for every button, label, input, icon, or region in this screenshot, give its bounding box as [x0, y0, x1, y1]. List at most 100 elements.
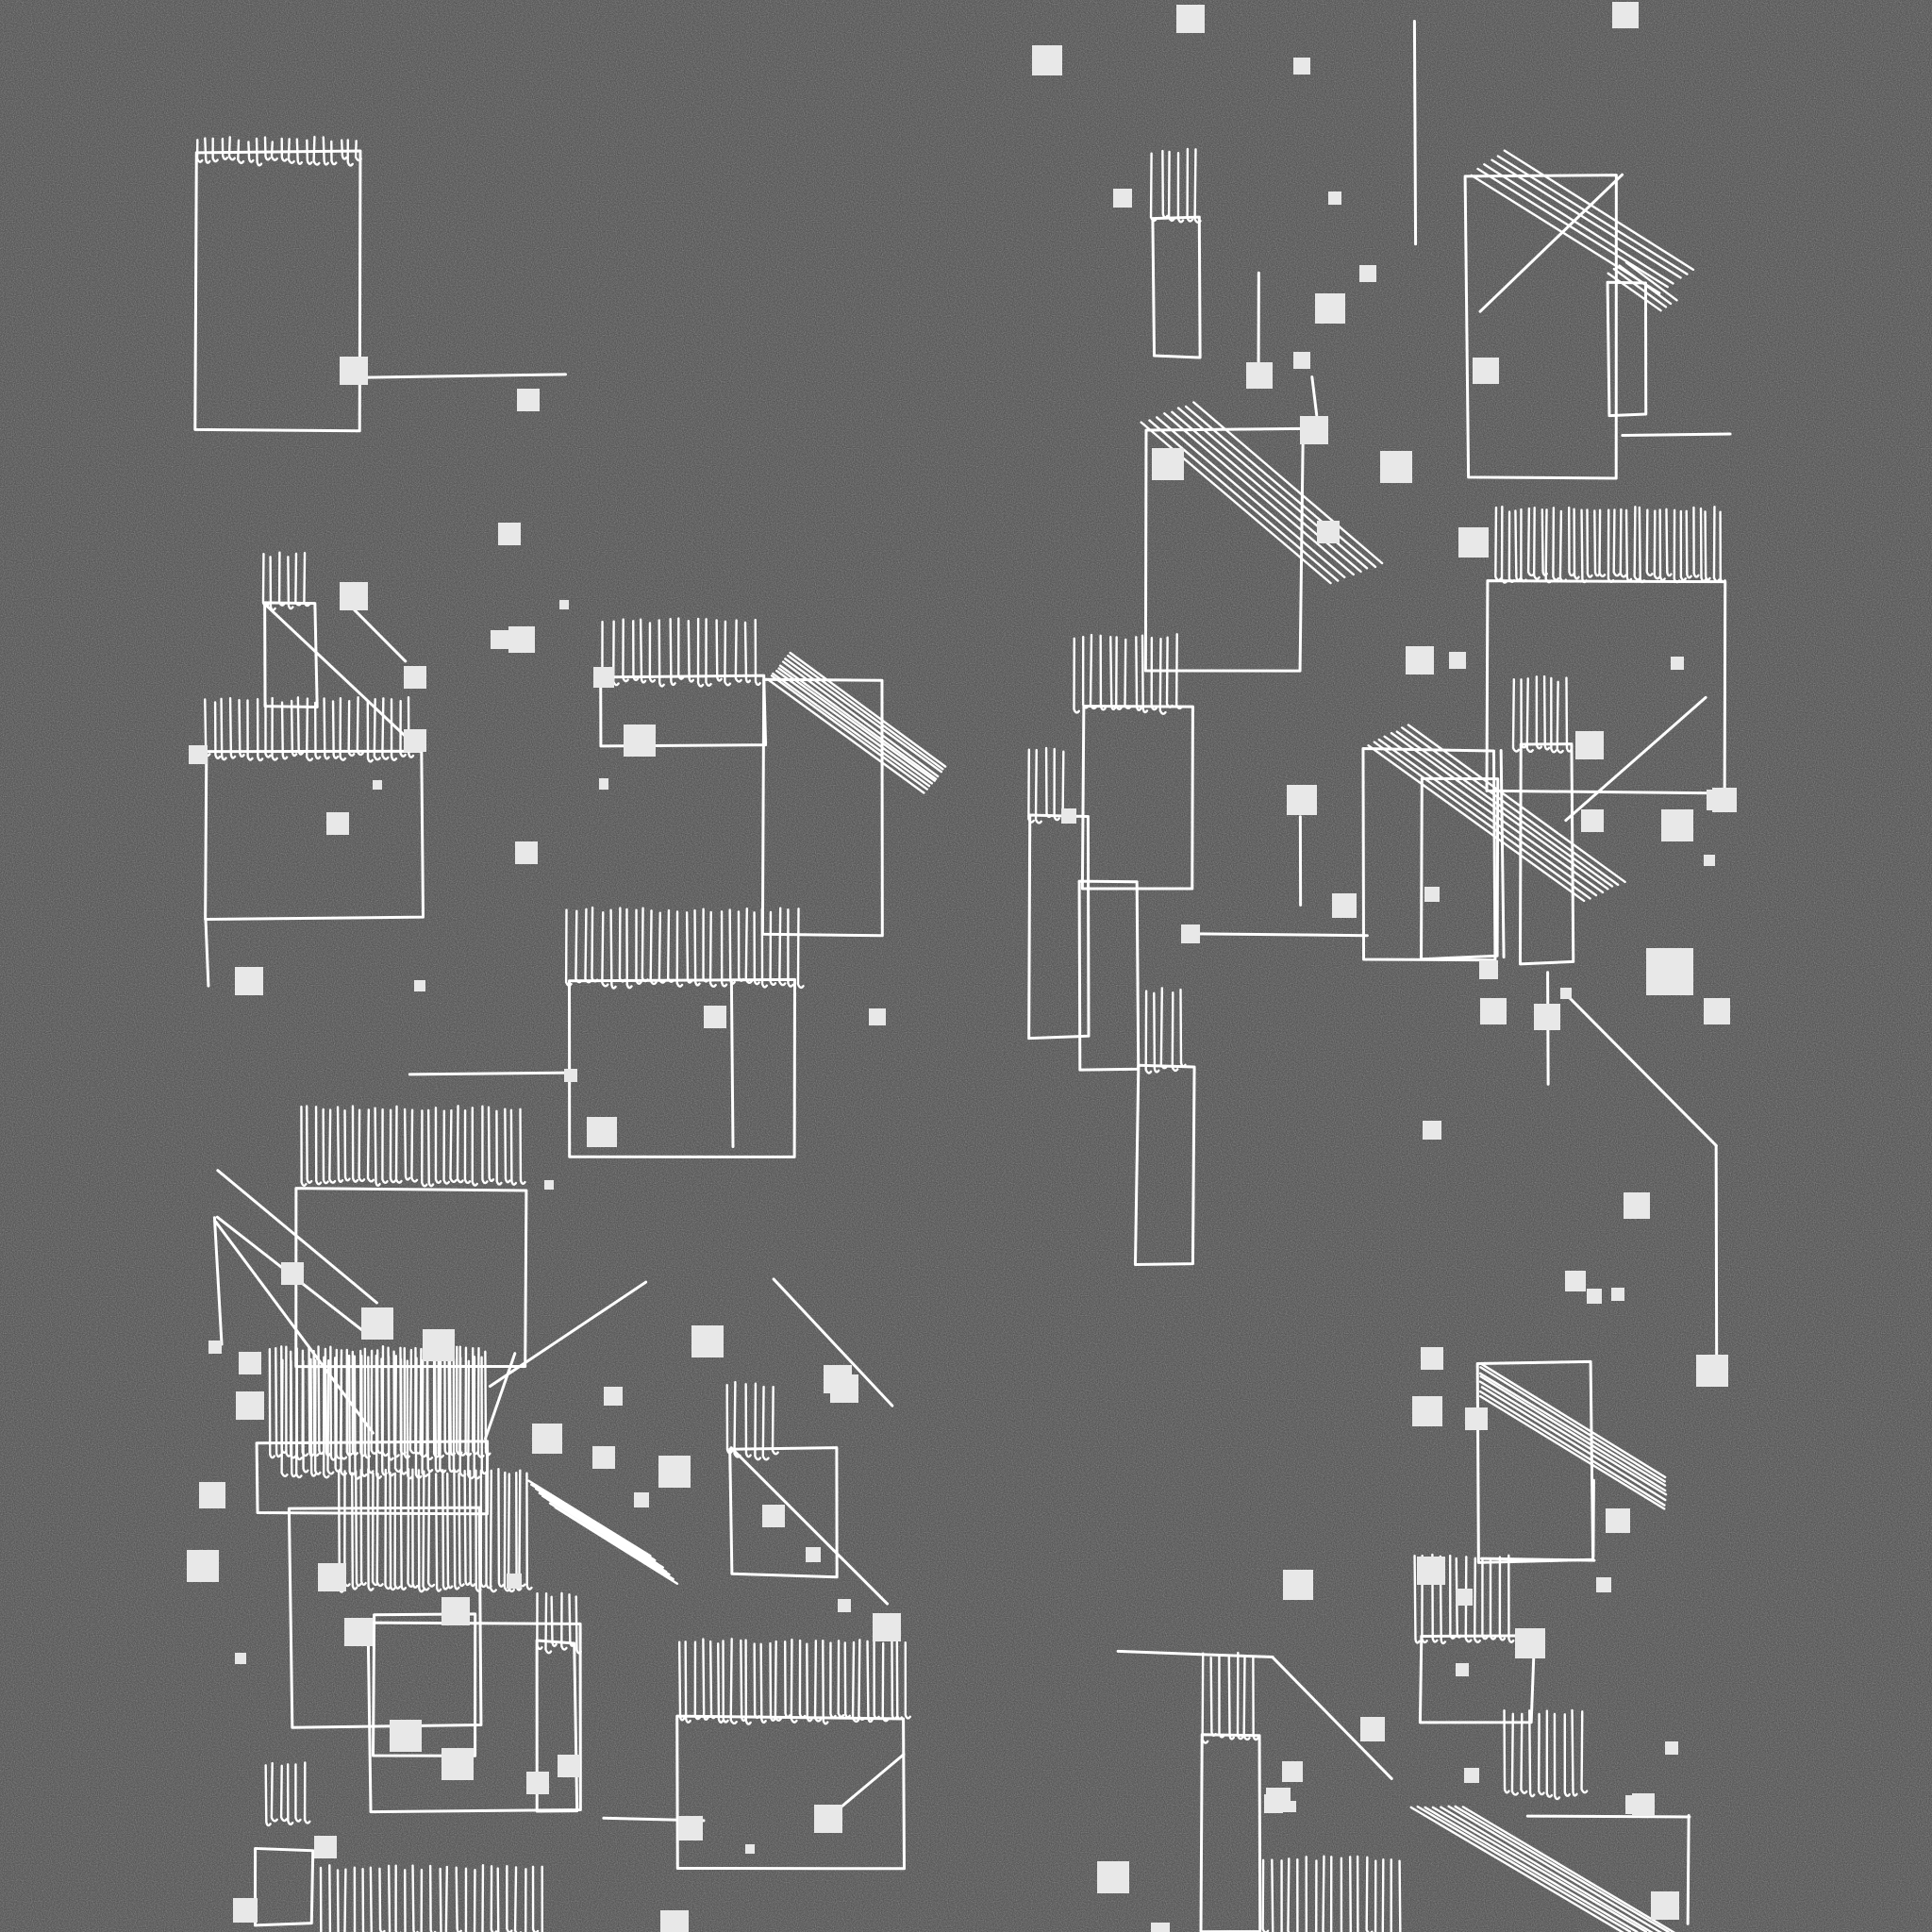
fringe-right-mid-left [1034, 748, 1042, 824]
roof-center-left [767, 678, 925, 794]
fringe-lower-left-dense [275, 1346, 282, 1458]
square-marker [1380, 451, 1412, 483]
fringe-center-lower-mid [717, 1642, 724, 1724]
roof-center-left [775, 669, 933, 785]
fringe-top-left [295, 138, 304, 165]
roof-center-left [770, 675, 928, 791]
square-marker [404, 666, 426, 689]
stroke-line [1116, 1649, 1274, 1659]
stroke-line [488, 1280, 648, 1389]
fringe-lower-left-mid [453, 1469, 460, 1591]
square-marker [1534, 1004, 1560, 1030]
roof-center-left [784, 658, 943, 774]
fringe-lower-right [1474, 1557, 1481, 1643]
fringe-bottom-left-row [394, 1864, 402, 1932]
fringe-center-mid [625, 908, 633, 990]
roof-lower-left [554, 1506, 679, 1585]
box-left-mid-small [263, 601, 319, 708]
square-marker [873, 1613, 901, 1641]
fringe-right-top [1586, 508, 1593, 578]
fringe-lower-left-top [519, 1108, 526, 1185]
fringe-lower-right-stack [1553, 1712, 1561, 1801]
fringe-lower-left-mid [426, 1472, 436, 1588]
square-marker [1696, 1355, 1728, 1387]
fringe-center-lower-mid [729, 1638, 738, 1725]
square-marker [1611, 1288, 1624, 1301]
fringe-top-left [221, 137, 229, 160]
fringe-left-mid [323, 697, 330, 760]
square-marker [340, 582, 368, 610]
roof-lower-right [1479, 1366, 1666, 1483]
fringe-center-mid [693, 908, 701, 987]
fringe-left-mid [407, 695, 415, 758]
fringe-lower-left-top [421, 1109, 428, 1188]
square-marker [235, 1653, 246, 1664]
fringe-lower-left-mid [497, 1467, 505, 1588]
fringe-left-mid [271, 696, 278, 761]
fringe-bottom-left-row [490, 1865, 498, 1932]
square-marker [624, 724, 656, 757]
fringe-lower-left-top [403, 1108, 411, 1181]
stroke-line [1621, 432, 1732, 437]
square-marker [1406, 646, 1434, 675]
fringe-bottom-right [1322, 1855, 1329, 1932]
fringe-lower-left-dense [447, 1359, 455, 1474]
square-marker [1332, 893, 1357, 918]
fringe-right-mid [1141, 634, 1149, 714]
fringe-top-left [341, 139, 348, 160]
fringe-right-top [1619, 508, 1627, 578]
fringe-top-left [270, 141, 278, 161]
square-marker [199, 1482, 225, 1508]
square-marker [1061, 808, 1076, 824]
square-marker [281, 1262, 304, 1285]
fringe-left-mid [246, 699, 254, 761]
fringe-top-left [211, 137, 219, 163]
fringe-lower-left-top [374, 1107, 381, 1187]
stroke-line [828, 1753, 906, 1818]
square-marker [526, 1772, 549, 1794]
square-marker [1704, 998, 1730, 1024]
fringe-right-mid [1158, 637, 1167, 715]
square-marker [691, 1325, 724, 1357]
roof-center-left [787, 654, 944, 771]
square-marker [507, 1574, 522, 1589]
fringe-lower-left-top [449, 1108, 458, 1183]
fringe-lower-right [1413, 1554, 1421, 1644]
fringe-lower-left-mid [384, 1468, 392, 1591]
box-left-mid [204, 749, 425, 921]
fringe-top-left [204, 137, 211, 164]
fringe-lower-left-mid [411, 1468, 419, 1589]
square-marker [1587, 1289, 1602, 1304]
fringe-center-mid [778, 907, 787, 987]
square-marker [1704, 855, 1715, 866]
fringe-lower-left-top [426, 1108, 435, 1188]
fringe-lower-left-dense [326, 1359, 335, 1475]
square-marker [1707, 790, 1727, 810]
fringe-bottom-left-row [428, 1864, 437, 1932]
square-marker [498, 523, 521, 545]
square-marker [665, 1923, 684, 1932]
fringe-bottom-left [270, 1761, 278, 1823]
box-center-mid [568, 977, 796, 1158]
roof-right-cluster [1401, 726, 1620, 887]
square-marker [1176, 5, 1205, 33]
square-marker [1612, 2, 1639, 28]
square-marker [423, 1329, 455, 1361]
fringe-center-left [658, 619, 665, 688]
box-center-lower-mid [675, 1714, 906, 1871]
fringe-center-left [734, 619, 742, 683]
roof-top-right-chimney [1612, 267, 1668, 308]
fringe-top-left [280, 137, 288, 162]
fringe-left-mid [220, 697, 227, 761]
connector-center-mid [408, 1071, 573, 1076]
square-marker [1560, 988, 1572, 999]
box-lower-left-top [294, 1187, 528, 1369]
stroke-line [772, 1277, 894, 1407]
fringe-right-top [1658, 508, 1666, 582]
stroke-line [1564, 695, 1707, 823]
fringe-bottom-right [1365, 1856, 1374, 1932]
fringe-lower-right-stack [1510, 1712, 1519, 1796]
box-lower-right-small [1199, 1733, 1262, 1932]
stroke-line [1480, 1557, 1596, 1562]
